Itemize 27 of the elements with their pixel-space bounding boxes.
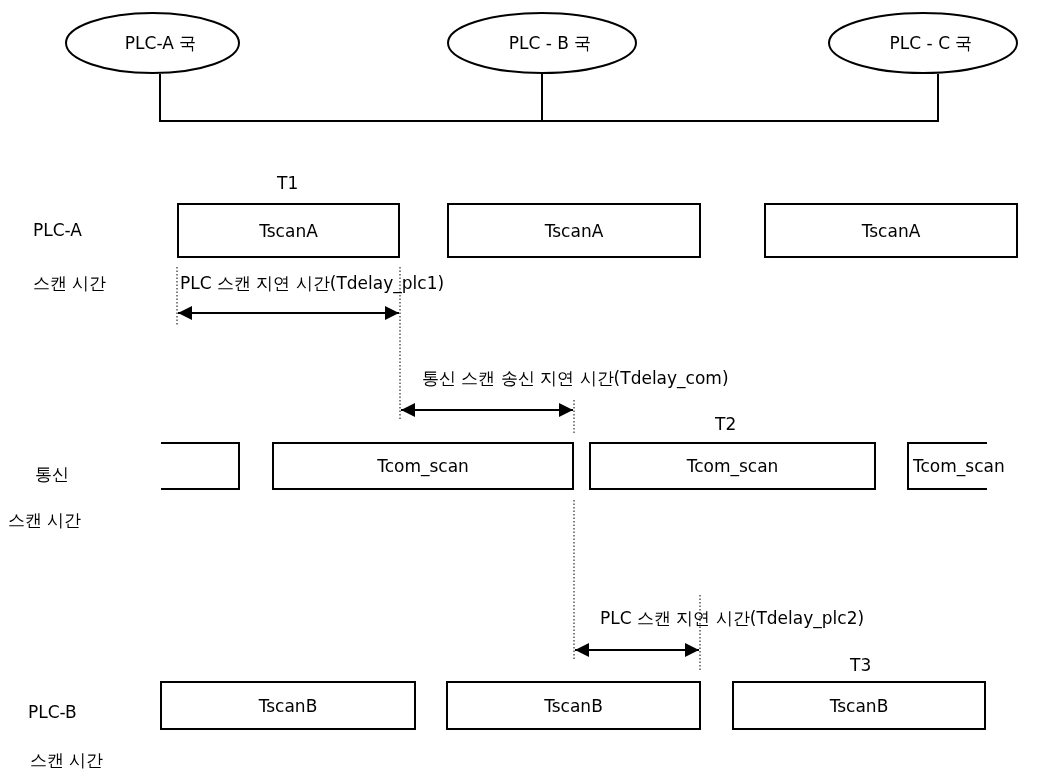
time-label: T3 xyxy=(850,655,872,675)
scan-box: TscanB xyxy=(732,681,986,730)
delay-label: PLC 스캔 지연 시간(Tdelay_plc2) xyxy=(600,608,865,628)
scan-box: TscanB xyxy=(446,681,701,730)
station-ellipse: PLC-A 국 xyxy=(65,12,240,74)
delay-label: 통신 스캔 송신 지연 시간(Tdelay_com) xyxy=(422,368,729,388)
time-label: T1 xyxy=(277,173,299,193)
row-label: 스캔 시간 xyxy=(30,750,104,770)
scan-box: Tcom_scan xyxy=(907,442,1040,490)
row-label: PLC-B xyxy=(28,702,77,722)
row-label: PLC-A xyxy=(33,220,82,240)
scan-box: TscanB xyxy=(160,681,416,730)
delay-label: PLC 스캔 지연 시간(Tdelay_plc1) xyxy=(180,273,445,293)
time-label: T2 xyxy=(715,414,737,434)
row-label: 스캔 시간 xyxy=(33,273,107,293)
scan-box: TscanA xyxy=(177,203,400,258)
station-ellipse: PLC - C 국 xyxy=(828,12,1018,74)
row-label: 통신 xyxy=(35,464,69,484)
station-ellipse: PLC - B 국 xyxy=(447,12,637,74)
row-label: 스캔 시간 xyxy=(8,510,82,530)
scan-box: Tcom_scan xyxy=(589,442,876,490)
scan-box xyxy=(161,442,240,490)
connector-line xyxy=(159,73,543,122)
connector-line xyxy=(541,73,939,122)
scan-box: TscanA xyxy=(764,203,1018,258)
scan-box: Tcom_scan xyxy=(272,442,574,490)
scan-box: TscanA xyxy=(447,203,701,258)
